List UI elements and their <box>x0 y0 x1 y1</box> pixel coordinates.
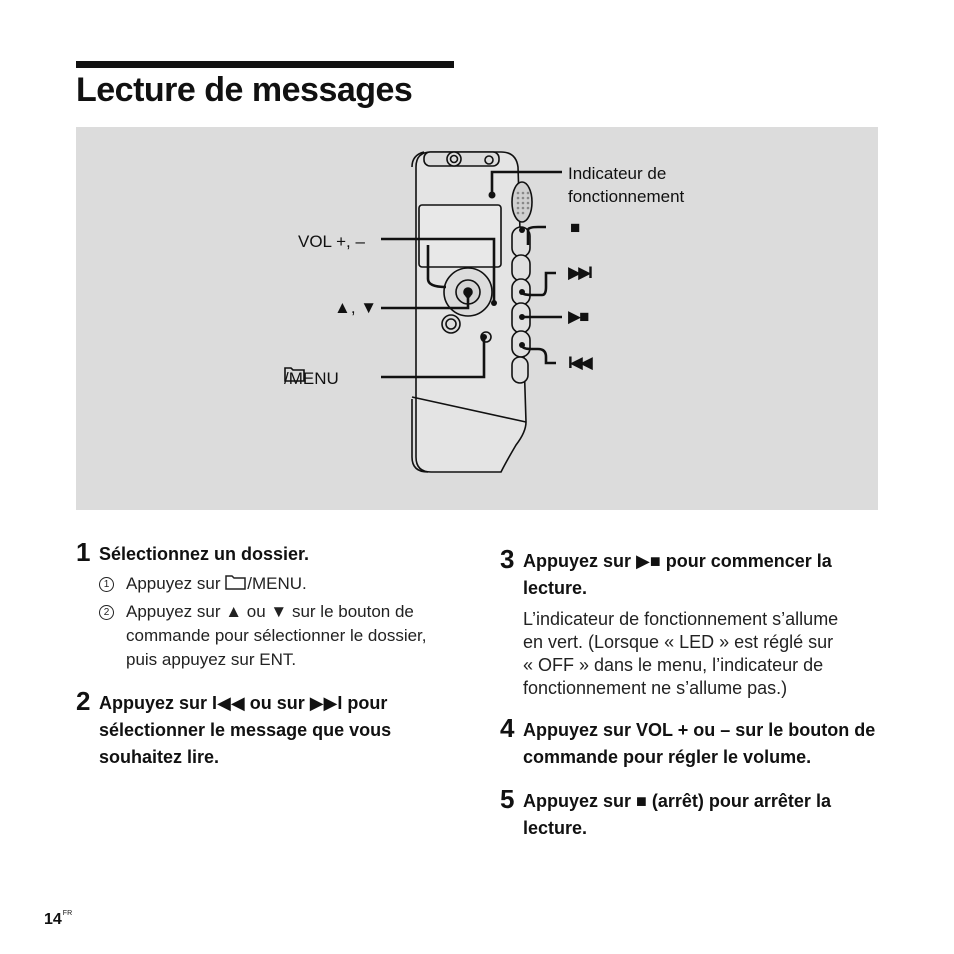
page-number: 14FR <box>44 910 72 929</box>
step-number: 5 <box>500 784 515 814</box>
step-body: L’indicateur de fonctionnement s’allume … <box>523 609 839 698</box>
circled-number: 2 <box>99 605 114 620</box>
step-title: Appuyez sur ■ (arrêt) pour arrêter la le… <box>523 791 831 838</box>
label-play-stop: ▶■ <box>568 307 589 326</box>
step-title: Appuyez sur VOL + ou – sur le bouton de … <box>523 720 876 767</box>
step-title: Sélectionnez un dossier. <box>99 544 310 564</box>
step-number: 2 <box>76 686 91 716</box>
step-number: 4 <box>500 713 515 743</box>
label-vol: VOL +, – <box>298 232 365 251</box>
step-title: Appuyez sur ▶■ pour commencer la lecture… <box>523 551 832 598</box>
substep-1: 1 Appuyez sur /MENU. <box>99 572 438 596</box>
step-title: Appuyez sur I◀◀ ou sur ▶▶I pour sélectio… <box>99 693 392 767</box>
substep-text-b: /MENU. <box>247 574 307 593</box>
left-column: 1 Sélectionnez un dossier. 1 Appuyez sur… <box>76 537 438 771</box>
substep-2: 2 Appuyez sur ▲ ou ▼ sur le bouton de co… <box>99 600 438 672</box>
substep-text-a: Appuyez sur <box>126 574 226 593</box>
label-menu-text: /MENU <box>284 369 339 388</box>
circled-number: 1 <box>99 577 114 592</box>
title-rule <box>76 61 454 68</box>
page-title: Lecture de messages <box>76 71 413 109</box>
step-5: 5 Appuyez sur ■ (arrêt) pour arrêter la … <box>500 784 880 842</box>
step-3: 3 Appuyez sur ▶■ pour commencer la lectu… <box>500 544 880 700</box>
language-code: FR <box>62 910 73 917</box>
label-operation-indicator: Indicateur de fonctionnement <box>568 164 685 206</box>
step-number: 3 <box>500 544 515 574</box>
folder-icon <box>225 575 246 590</box>
step-4: 4 Appuyez sur VOL + ou – sur le bouton d… <box>500 713 880 771</box>
substep-text: Appuyez sur ▲ ou ▼ sur le bouton de comm… <box>126 602 427 669</box>
step-number: 1 <box>76 537 91 567</box>
device-illustration: Indicateur de fonctionnement VOL +, – ▲,… <box>76 127 878 510</box>
label-up-down: ▲, ▼ <box>334 298 378 317</box>
label-prev: I◀◀ <box>568 353 593 372</box>
step-1: 1 Sélectionnez un dossier. 1 Appuyez sur… <box>76 537 438 672</box>
recorder-drawing <box>381 151 562 473</box>
page-number-value: 14 <box>44 911 62 928</box>
label-stop: ■ <box>570 218 581 237</box>
step-2: 2 Appuyez sur I◀◀ ou sur ▶▶I pour sélect… <box>76 686 438 771</box>
right-column: 3 Appuyez sur ▶■ pour commencer la lectu… <box>500 544 880 842</box>
folder-icon <box>284 367 305 382</box>
label-next: ▶▶I <box>568 263 593 282</box>
label-menu: /MENU <box>284 367 339 390</box>
